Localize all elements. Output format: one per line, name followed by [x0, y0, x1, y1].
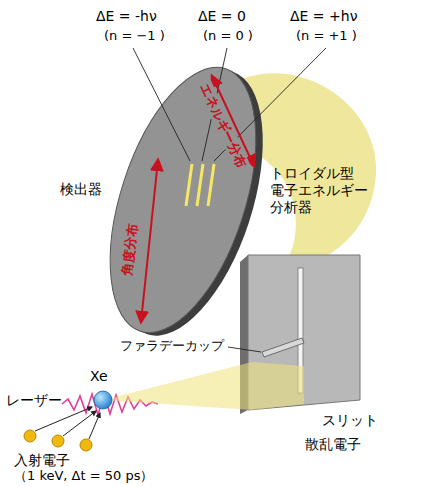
energy-shift-label: ΔE = +hν — [290, 8, 357, 25]
energy-shift-label: ΔE = 0 — [198, 8, 246, 25]
order-label: (n = +1 ) — [296, 28, 357, 44]
electron — [80, 439, 92, 451]
energy-shift-label: ΔE = -hν — [96, 8, 157, 25]
atom-label: Xe — [90, 368, 108, 385]
laser-label: レーザー — [6, 392, 62, 409]
beam-label: 入射電子 — [14, 452, 70, 469]
spectral-line — [186, 164, 192, 206]
spectral-line — [197, 164, 203, 206]
electron — [52, 435, 64, 447]
scattered-electron-cone — [103, 362, 304, 410]
electron-arrow — [89, 413, 100, 439]
electron — [24, 430, 36, 442]
spectral-line — [208, 164, 214, 206]
electron-arrow — [35, 407, 92, 431]
xe-atom — [94, 391, 112, 409]
part-label: ファラデーカップ — [120, 338, 224, 354]
angle-axis-arrow — [141, 160, 158, 322]
order-label: (n = 0 ) — [203, 28, 253, 44]
part-label: 散乱電子 — [305, 436, 361, 453]
faraday-cup — [262, 338, 304, 357]
order-label: (n = −1 ) — [104, 28, 165, 44]
detector-label: 検出器 — [60, 181, 102, 198]
leader-line — [133, 48, 190, 161]
electron-arrow — [63, 411, 96, 436]
analyzer-label: トロイダル型 電子エネルギー 分析器 — [270, 165, 368, 215]
leader-line — [228, 347, 261, 352]
part-label: スリット — [322, 412, 378, 429]
beam-parameter-label: （1 keV, Δt = 50 ps） — [14, 468, 153, 484]
